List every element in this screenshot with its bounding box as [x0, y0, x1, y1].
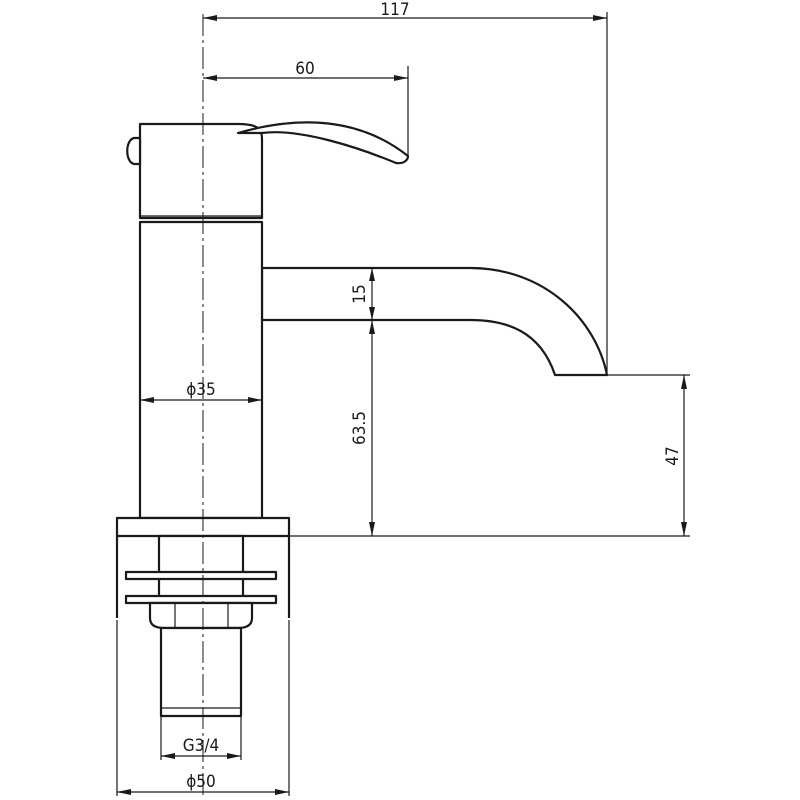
dim-label-handle-length: 60 — [295, 59, 314, 79]
dimension-body-diameter: ϕ35 — [140, 380, 262, 403]
dim-label-spout-height: 63.5 — [350, 411, 370, 445]
threaded-stem — [157, 534, 245, 578]
extension-lines — [116, 12, 690, 796]
stem-between-washers — [157, 579, 245, 596]
lever-handle — [236, 121, 410, 165]
hex-nut — [148, 601, 254, 630]
dim-label-spout-thickness: 15 — [350, 284, 370, 303]
dim-label-body-diameter: ϕ35 — [186, 380, 216, 400]
lower-pipe — [159, 626, 243, 718]
base-skirt — [115, 536, 291, 618]
dimension-thread-size: G3/4 — [161, 736, 241, 759]
dimension-handle-length: 60 — [203, 59, 408, 81]
tap-body — [138, 220, 264, 520]
dimension-spout-thickness: 15 — [350, 268, 375, 320]
dimension-overall-length: 117 — [203, 0, 607, 21]
side-button — [126, 136, 142, 166]
dim-label-outlet-height: 47 — [663, 446, 683, 465]
dimension-outlet-height: 47 — [663, 375, 687, 536]
dimension-base-diameter: ϕ50 — [117, 772, 289, 795]
dim-label-overall-length: 117 — [380, 0, 409, 20]
washer-upper — [124, 570, 278, 581]
spout — [260, 266, 609, 377]
handle-hub — [138, 122, 264, 220]
dim-label-thread-size: G3/4 — [183, 736, 219, 756]
dimension-spout-height: 63.5 — [350, 320, 375, 536]
dim-label-base-diameter: ϕ50 — [186, 772, 216, 792]
